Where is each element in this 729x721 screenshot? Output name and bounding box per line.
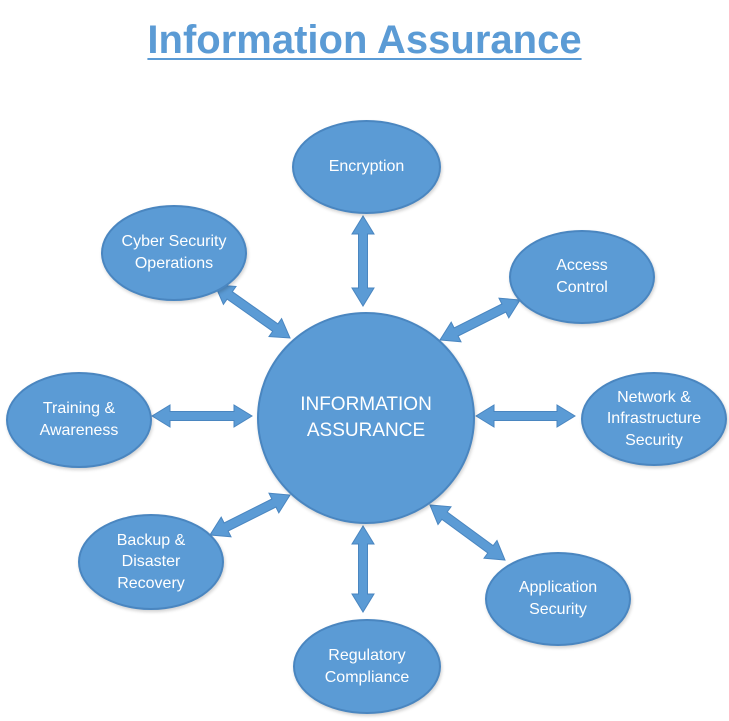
arrow-regulatory	[351, 525, 375, 613]
node-access-control: Access Control	[509, 230, 655, 324]
node-encryption: Encryption	[292, 120, 441, 214]
arrow-network	[475, 404, 576, 428]
arrow-access-control	[439, 297, 521, 343]
center-node-label: INFORMATION ASSURANCE	[300, 394, 432, 441]
node-encryption-label: Encryption	[328, 158, 405, 176]
arrow-backup	[209, 492, 291, 538]
diagram-title: Information Assurance	[147, 18, 582, 62]
center-node: INFORMATION ASSURANCE	[257, 312, 475, 524]
node-regulatory-compliance: Regulatory Compliance	[293, 619, 441, 714]
node-application-security-label: Application Security	[518, 579, 598, 618]
arrow-application	[429, 504, 506, 561]
node-backup-disaster-recovery: Backup & Disaster Recovery	[78, 514, 224, 610]
node-network-infrastructure-security-label: Network & Infrastructure Security	[606, 388, 702, 449]
node-application-security: Application Security	[485, 552, 631, 646]
node-cyber-security-operations-label: Cyber Security Operations	[121, 233, 227, 272]
node-regulatory-compliance-label: Regulatory Compliance	[324, 646, 410, 686]
arrow-encryption	[351, 215, 375, 307]
node-access-control-label: Access Control	[556, 257, 608, 296]
node-training-awareness: Training & Awareness	[6, 372, 152, 468]
arrow-training	[151, 404, 253, 428]
arrow-cyber-security	[214, 284, 291, 339]
node-backup-disaster-recovery-label: Backup & Disaster Recovery	[116, 531, 186, 592]
node-network-infrastructure-security: Network & Infrastructure Security	[581, 372, 727, 466]
node-training-awareness-label: Training & Awareness	[39, 400, 119, 439]
node-cyber-security-operations: Cyber Security Operations	[101, 205, 247, 301]
